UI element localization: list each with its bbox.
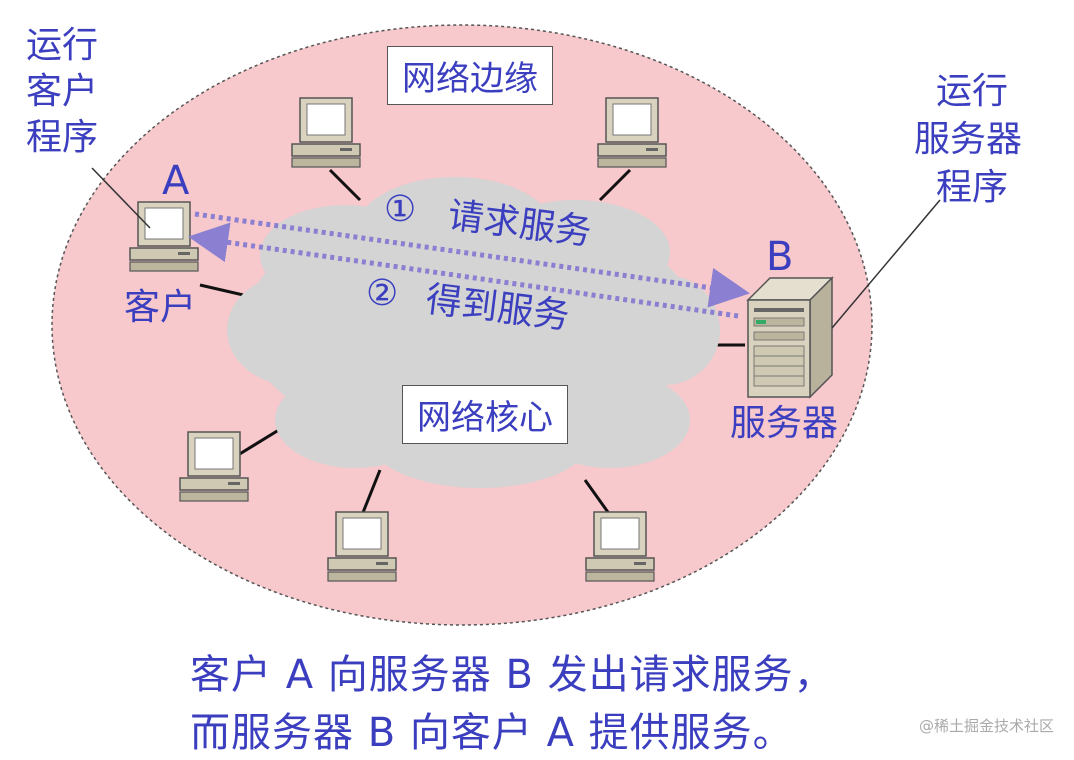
computer-icon xyxy=(597,97,667,168)
computer-icon xyxy=(327,511,397,582)
server-program-line-1: 运行 xyxy=(936,71,1009,112)
computer-icon xyxy=(129,201,199,272)
response-arrow xyxy=(188,222,739,319)
computer-icon xyxy=(291,97,361,168)
computer-icon xyxy=(585,511,655,582)
server-program-line-3: 程序 xyxy=(936,167,1009,208)
server-tower-icon xyxy=(746,276,834,399)
server-label: 服务器 xyxy=(730,403,839,444)
watermark: @稀土掘金技术社区 xyxy=(918,717,1054,735)
client-program-line-3: 程序 xyxy=(26,117,99,158)
caption-line-1: 客户 A 向服务器 B 发出请求服务， xyxy=(190,652,835,698)
network-edge-label: 网络边缘 xyxy=(387,46,553,105)
link-pc-bottom-left xyxy=(237,426,283,457)
computer-icon xyxy=(179,431,249,502)
client-program-line-2: 客户 xyxy=(26,71,99,112)
step-2-number: ② xyxy=(366,273,399,314)
pointer-server-program xyxy=(831,199,941,329)
request-arrow xyxy=(194,211,750,308)
client-label: 客户 xyxy=(124,287,197,328)
pointer-client-program xyxy=(91,167,151,229)
link-pc-bottom-right xyxy=(583,479,612,516)
link-pc-bottom-mid xyxy=(360,469,382,516)
host-b-label: B xyxy=(766,234,794,280)
network-core-label: 网络核心 xyxy=(402,385,568,444)
caption-line-2: 而服务器 B 向客户 A 提供服务。 xyxy=(190,710,794,756)
host-a-label: A xyxy=(162,158,190,204)
link-pc-top-right xyxy=(598,168,632,202)
link-pc-top-left xyxy=(328,168,362,202)
client-program-line-1: 运行 xyxy=(26,25,99,66)
step-1-number: ① xyxy=(384,189,417,230)
server-program-line-2: 服务器 xyxy=(914,119,1023,160)
